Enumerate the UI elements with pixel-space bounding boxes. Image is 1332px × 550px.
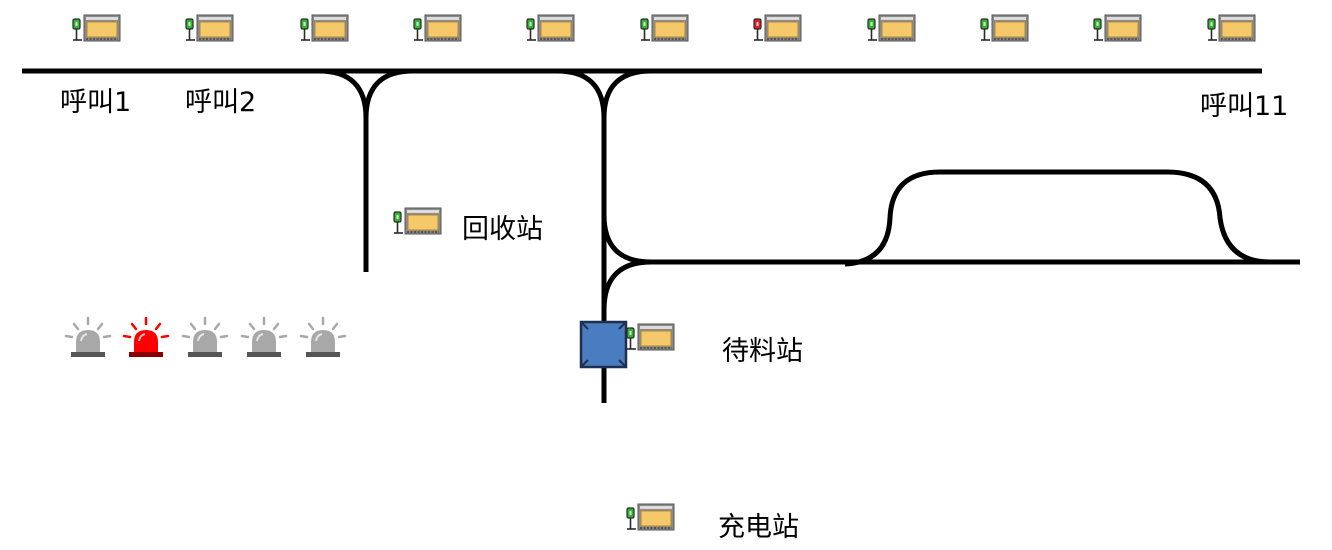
agv-vehicle[interactable]	[579, 320, 628, 369]
call-station-4[interactable]	[413, 13, 463, 43]
alarm-beacon-icon-4	[236, 316, 292, 360]
waiting-station-icon[interactable]	[626, 322, 676, 352]
alarm-beacon-icon-5	[295, 316, 351, 360]
loop-track	[844, 169, 1271, 267]
alarm-beacon-icon-1	[60, 316, 116, 360]
call-label-11: 呼叫11	[1200, 91, 1289, 122]
call-station-7[interactable]	[753, 13, 803, 43]
call-label-2: 呼叫2	[185, 87, 257, 118]
call-station-3[interactable]	[300, 13, 350, 43]
alarm-beacon-icon-3	[177, 316, 233, 360]
call-station-11[interactable]	[1207, 13, 1257, 43]
charging-station-icon[interactable]	[626, 502, 676, 532]
track-network	[22, 68, 1300, 403]
branch-recycle	[318, 68, 414, 272]
recycle-station-icon[interactable]	[393, 206, 443, 236]
call-station-2[interactable]	[185, 13, 235, 43]
branch-center	[556, 68, 652, 403]
charging-station-label: 充电站	[718, 512, 799, 543]
call-station-10[interactable]	[1093, 13, 1143, 43]
curve-from-lower	[601, 259, 652, 311]
alarm-beacon-icon-2	[118, 316, 174, 360]
curve-to-lower	[601, 214, 1300, 265]
waiting-station-label: 待料站	[722, 336, 803, 367]
call-station-6[interactable]	[640, 13, 690, 43]
recycle-station-label: 回收站	[462, 214, 543, 245]
call-station-9[interactable]	[980, 13, 1030, 43]
call-station-1[interactable]	[72, 13, 122, 43]
call-station-8[interactable]	[867, 13, 917, 43]
call-station-5[interactable]	[526, 13, 576, 43]
call-label-1: 呼叫1	[60, 87, 132, 118]
